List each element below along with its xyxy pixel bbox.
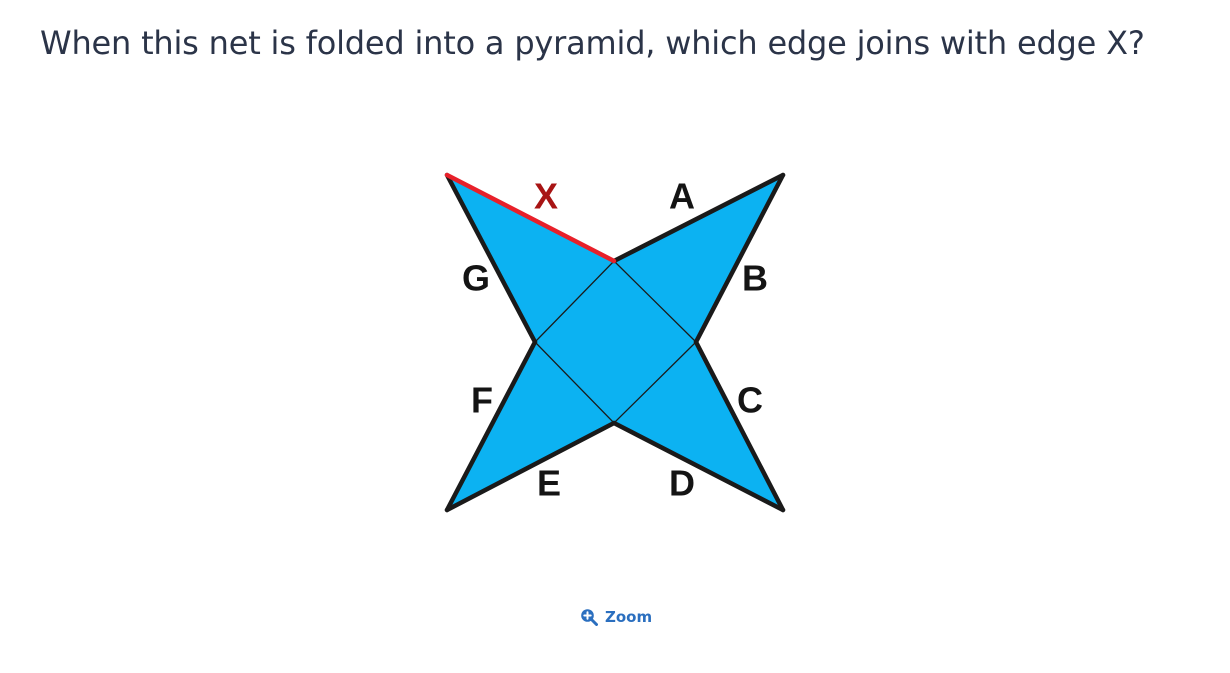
edge-label-b: B (742, 258, 768, 299)
net-face-fill (447, 175, 783, 510)
pyramid-net-svg: X A B C D E F G (444, 172, 786, 513)
question-text: When this net is folded into a pyramid, … (40, 24, 1145, 62)
edge-d-line (611, 420, 786, 513)
edge-g-line (444, 172, 538, 345)
edge-e-line (444, 420, 617, 513)
edge-f-line (444, 339, 538, 513)
edge-label-f: F (471, 380, 493, 421)
edge-label-x: X (534, 176, 558, 217)
edge-b-line (693, 172, 786, 345)
zoom-button[interactable]: Zoom (580, 608, 652, 626)
edge-label-d: D (669, 463, 695, 504)
edge-a-line (611, 172, 786, 264)
zoom-in-icon (580, 608, 598, 626)
edge-label-g: G (462, 258, 490, 299)
edge-label-e: E (537, 463, 561, 504)
pyramid-net-diagram: X A B C D E F G (400, 150, 830, 540)
edge-x-line (444, 172, 617, 264)
edge-c-line (693, 339, 786, 513)
edge-label-c: C (737, 380, 763, 421)
edge-label-a: A (669, 176, 695, 217)
zoom-label: Zoom (605, 608, 653, 626)
